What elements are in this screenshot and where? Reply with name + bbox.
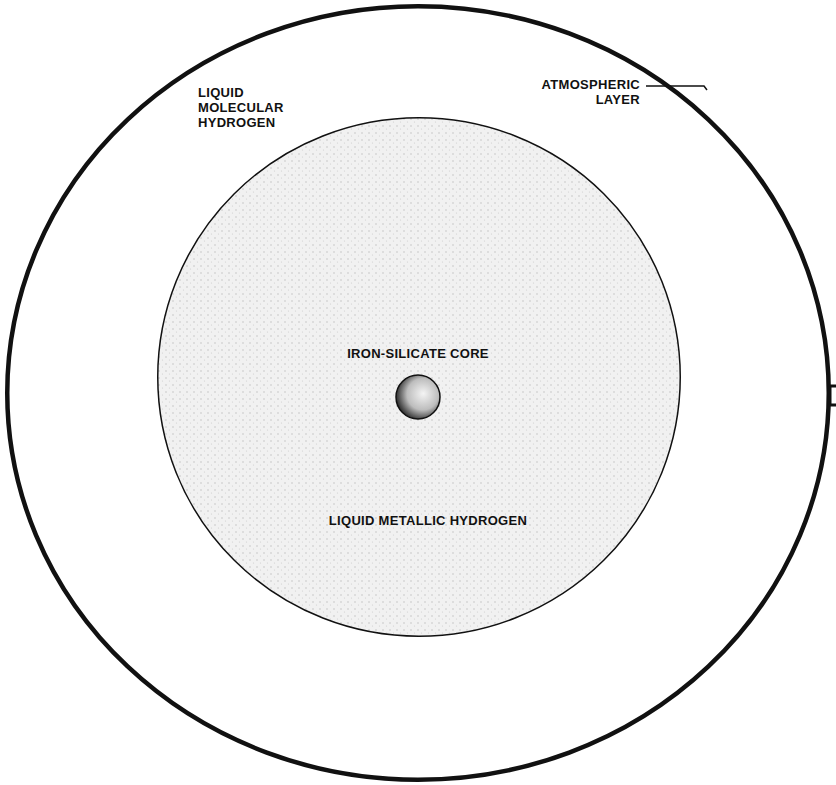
callout-label: ATMOSPHERIC LAYER	[542, 78, 640, 108]
outer-shell-circle	[7, 6, 829, 780]
metallic-layer-circle	[158, 118, 681, 637]
layer-label: LIQUID MOLECULAR HYDROGEN	[198, 86, 284, 131]
metallic-layer: LIQUID METALLIC HYDROGEN IRON-SILICATE CO…	[157, 117, 681, 637]
leader-line	[646, 86, 707, 90]
outer-shell: LIQUID MOLECULAR HYDROGENLIQUID METALLIC…	[5, 4, 831, 782]
core: IRON-SILICATE CORE	[318, 338, 518, 422]
layer-label: LIQUID METALLIC HYDROGEN	[329, 514, 527, 529]
core-sphere	[396, 375, 440, 419]
layer-label: IRON-SILICATE CORE	[347, 347, 489, 362]
